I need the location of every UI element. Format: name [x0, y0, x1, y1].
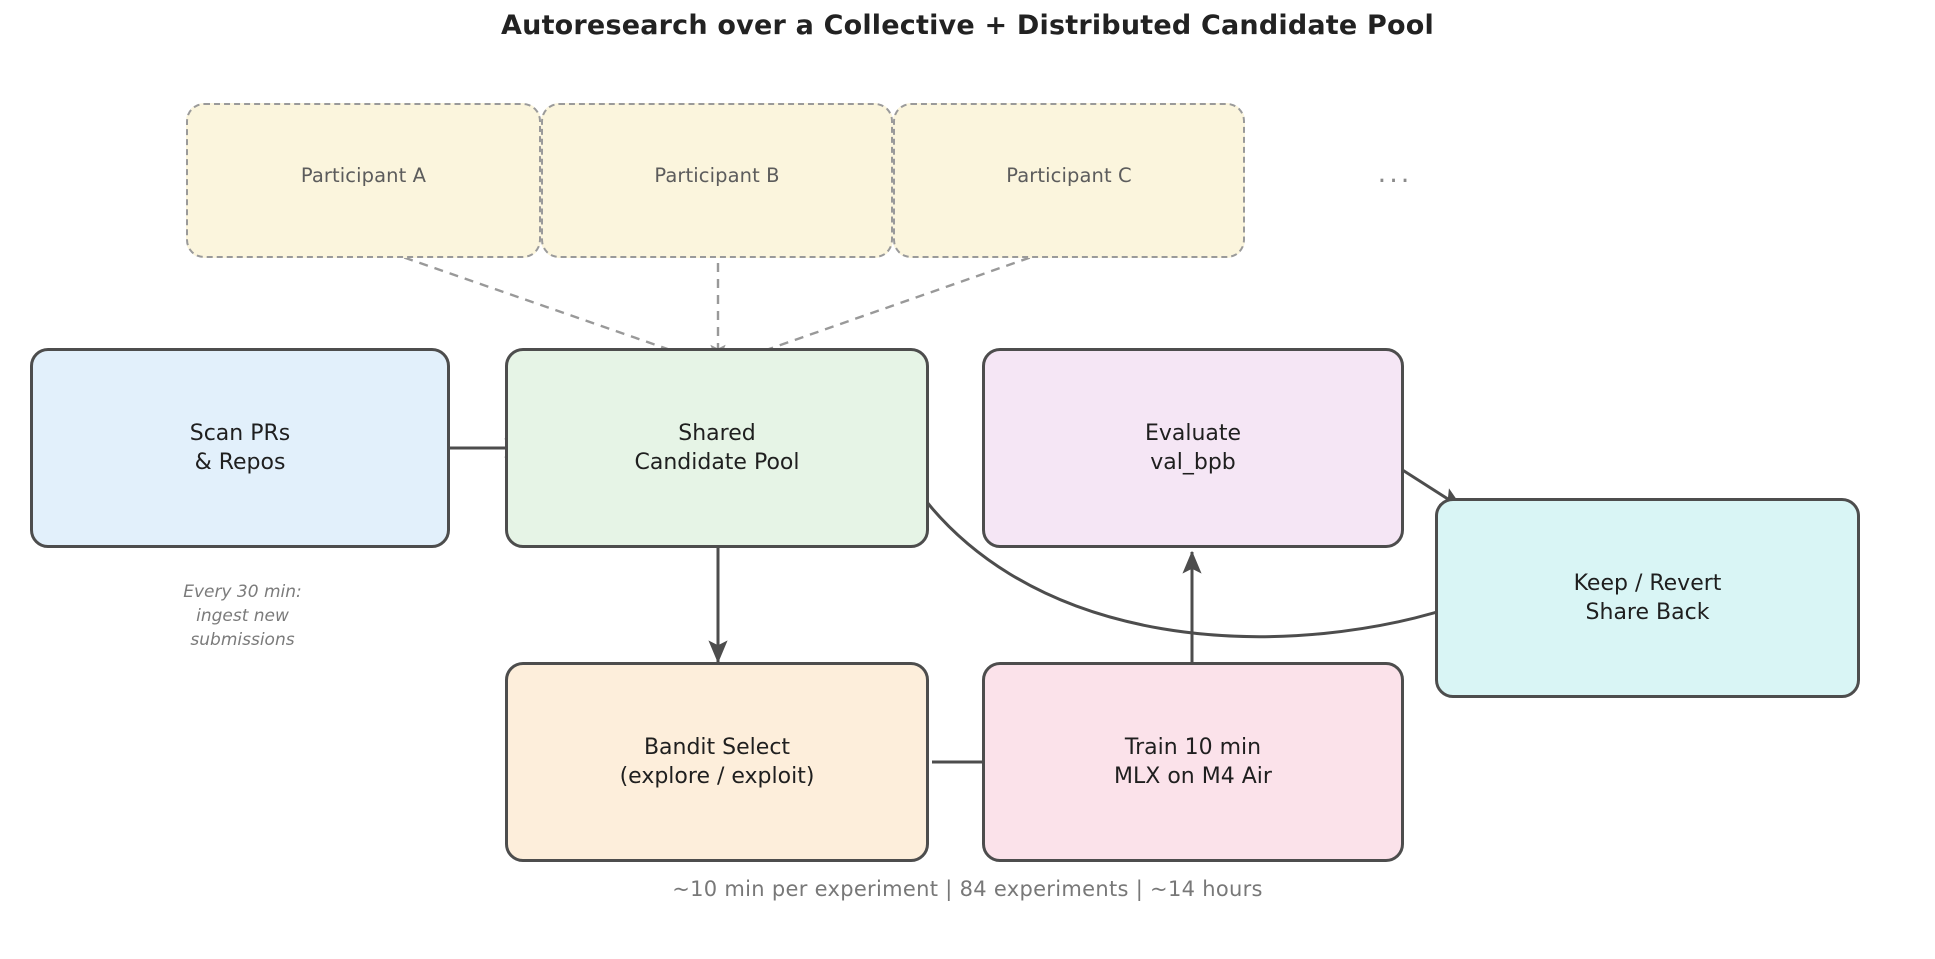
node-scan-prs[interactable]: Scan PRs & Repos	[30, 348, 450, 548]
participant-label-b: Participant B	[654, 164, 780, 187]
participant-label-c: Participant C	[1006, 164, 1132, 187]
node-keep-revert-label: Keep / Revert Share Back	[1573, 570, 1722, 625]
participant-label-a: Participant A	[300, 164, 427, 187]
node-shared-candidate-pool[interactable]: Shared Candidate Pool	[505, 348, 929, 548]
node-evaluate[interactable]: Evaluate val_bpb	[982, 348, 1404, 548]
node-bandit-select[interactable]: Bandit Select (explore / exploit)	[505, 662, 929, 862]
node-shared-candidate-pool-label: Shared Candidate Pool	[634, 420, 800, 475]
edge-participant-a-pool	[355, 234, 706, 364]
participants-overflow-ellipsis: ...	[1377, 158, 1413, 189]
node-scan-prs-label: Scan PRs & Repos	[189, 420, 291, 475]
node-train[interactable]: Train 10 min MLX on M4 Air	[982, 662, 1404, 862]
annotation-footer-stats: ~10 min per experiment | 84 experiments …	[672, 877, 1263, 901]
page-title: Autoresearch over a Collective + Distrib…	[501, 10, 1434, 41]
annotation-ingest-schedule: Every 30 min: ingest new submissions	[183, 582, 302, 651]
edge-participant-c-pool	[731, 234, 1079, 364]
node-evaluate-label: Evaluate val_bpb	[1144, 420, 1242, 475]
participant-box-b[interactable]: Participant B	[541, 103, 893, 258]
node-train-label: Train 10 min MLX on M4 Air	[1114, 734, 1272, 789]
node-bandit-select-label: Bandit Select (explore / exploit)	[619, 734, 815, 789]
participant-box-a[interactable]: Participant A	[186, 103, 541, 258]
participant-box-c[interactable]: Participant C	[893, 103, 1245, 258]
node-keep-revert[interactable]: Keep / Revert Share Back	[1435, 498, 1860, 698]
